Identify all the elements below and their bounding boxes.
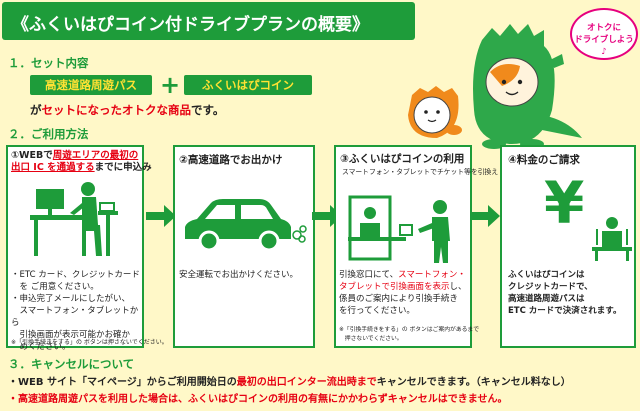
step-2-box: ②高速道路でお出かけ 安全運転でお出かけください。: [173, 145, 315, 348]
plus-icon: +: [160, 71, 181, 99]
step-4-body: ふくいはぴコインは クレジットカードで、 高速道路周遊パスは ETC カードで決…: [508, 270, 622, 316]
set-description: がセットになったオトクな商品です。: [30, 103, 225, 117]
arrow-right-icon: [470, 205, 500, 227]
diner-person-icon: [592, 217, 632, 261]
arrow-right-icon: [146, 205, 176, 227]
yen-icon: ¥: [544, 169, 585, 237]
step-3-subtitle: スマートフォン・タブレットでチケット等を引換え: [342, 168, 499, 176]
section-3-heading: ３．キャンセルについて: [8, 357, 135, 371]
page-title: 《ふくいはぴコイン付ドライブプランの概要》: [12, 15, 369, 35]
happy-coin-pill: ふくいはぴコイン: [184, 75, 312, 95]
step-1-title: ①WEBで周遊エリアの最初の 出口 IC を通過するまでに申込み: [11, 150, 152, 173]
step-4-box: ④料金のご請求 ¥ ふくいはぴコインは クレジットカードで、 高速道路周遊パスは…: [500, 145, 636, 348]
expressway-pass-pill: 高速道路周遊パス: [30, 75, 152, 95]
step-1-body: ・ETC カード、クレジットカード を ご用意ください。 ・申込完了メールにした…: [11, 270, 140, 352]
set-description-highlight: セットになったオトクな商品: [41, 103, 192, 117]
step-2-title: ②高速道路でお出かけ: [179, 154, 283, 166]
dinosaur-mascot-illustration: [408, 24, 582, 149]
speech-line-2: ドライブしよう♪: [574, 35, 634, 57]
step-1-note: ※「引換手続きをする」の ボタンは押さないでください。: [11, 339, 168, 346]
step-2-body: 安全運転でお出かけください。: [179, 270, 299, 280]
step-3-body: 引換窓口にて、スマートフォン・ タブレットで引換画面を表示し、 係員のご案内によ…: [339, 270, 467, 316]
cancel-policy-line-2: ・高速道路周遊パスを利用した場合は、ふくいはぴコインの利用の有無にかかわらずキャ…: [8, 394, 508, 405]
cancel-policy-line-1: ・WEB サイト「マイページ」からご利用開始日の最初の出口インター流出時までキャ…: [8, 377, 571, 388]
step-3-box: ③ふくいはぴコインの利用 スマートフォン・タブレットでチケット等を引換え 引換窓…: [334, 145, 498, 348]
small-mascot-icon: [408, 86, 462, 138]
speech-line-1: オトクに: [586, 23, 621, 33]
car-icon: [185, 199, 307, 252]
step-4-title: ④料金のご請求: [508, 154, 580, 166]
section-1-heading: １．セット内容: [8, 56, 89, 70]
counter-exchange-icon: [348, 195, 450, 263]
step-3-note: ※「引換手続きをする」の ボタンはご案内があるまで 押さないでください。: [339, 327, 480, 342]
person-at-pc-icon: [30, 182, 118, 256]
large-mascot-icon: [473, 24, 582, 149]
step-1-box: ①WEBで周遊エリアの最初の 出口 IC を通過するまでに申込み ・ETC カー…: [6, 145, 168, 352]
title-banner: 《ふくいはぴコイン付ドライブプランの概要》: [2, 2, 415, 40]
step-3-title: ③ふくいはぴコインの利用: [340, 153, 465, 165]
section-2-heading: ２．ご利用方法: [8, 127, 89, 141]
mascot-speech-bubble: オトクに ドライブしよう♪: [570, 8, 638, 60]
